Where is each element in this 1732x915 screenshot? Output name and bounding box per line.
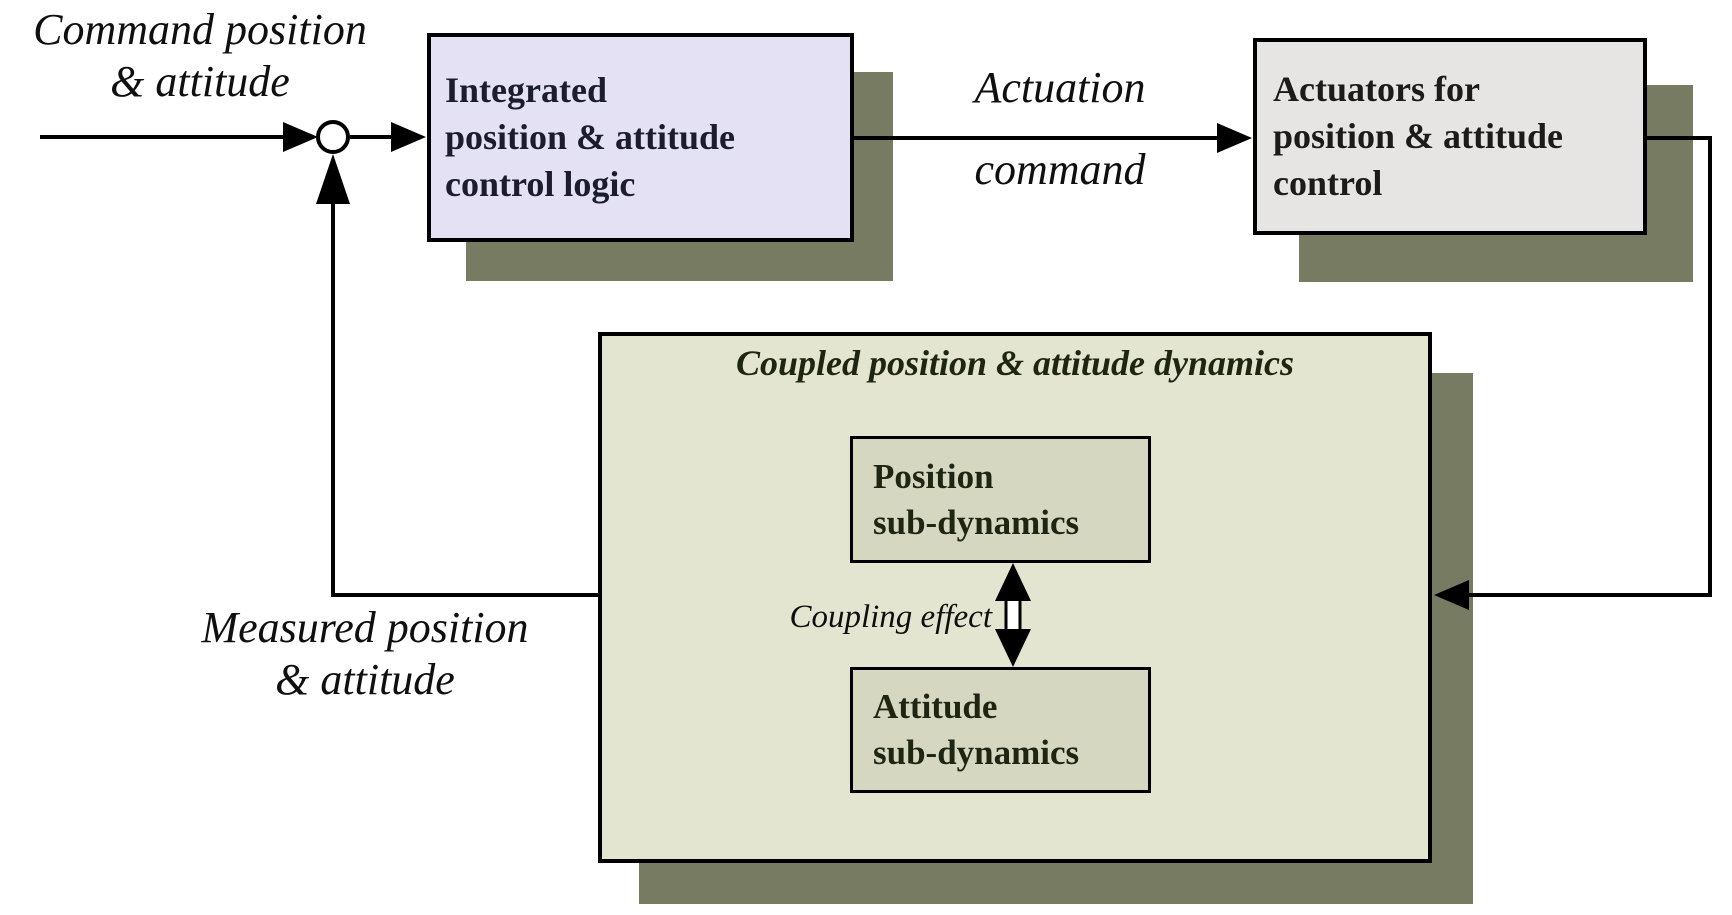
controller-block: Integrated position & attitude control l…: [427, 33, 854, 242]
position-subdynamics-label-line2: sub-dynamics: [873, 502, 1080, 542]
controller-label-line1: Integrated: [445, 70, 607, 110]
plant-title: Coupled position & attitude dynamics: [735, 343, 1295, 383]
coupling-effect-label: Coupling effect: [789, 599, 992, 635]
controller-label-line2: position & attitude: [445, 117, 736, 157]
arrowhead-into-junction-from-feedback-icon: [316, 154, 350, 204]
actuators-block: Actuators for position & attitude contro…: [1253, 38, 1647, 235]
summing-junction: [316, 120, 350, 154]
actuation-label-line2: command: [974, 145, 1146, 194]
attitude-subdynamics-label-line1: Attitude: [873, 687, 998, 726]
arrowhead-into-controller-icon: [391, 122, 426, 152]
actuation-label-line1: Actuation: [974, 63, 1146, 112]
position-subdynamics-block: Position sub-dynamics: [850, 436, 1151, 563]
actuators-label-line1: Actuators for: [1273, 69, 1480, 109]
measured-position-label-line1: Measured position: [201, 603, 529, 652]
controller-label-line3: control logic: [445, 164, 636, 204]
command-position-label-line1: Command position: [33, 5, 367, 54]
measured-position-label: Measured position & attitude: [140, 602, 590, 706]
command-position-label-line2: & attitude: [110, 57, 290, 106]
command-position-label: Command position & attitude: [0, 4, 400, 108]
plant-block: Coupled position & attitude dynamics: [598, 332, 1432, 863]
arrowhead-into-junction-icon: [283, 122, 318, 152]
actuators-label-line3: control: [1273, 163, 1383, 203]
attitude-subdynamics-label-line2: sub-dynamics: [873, 733, 1080, 772]
position-subdynamics-label-line1: Position: [873, 456, 994, 496]
measured-position-label-line2: & attitude: [275, 655, 455, 704]
attitude-subdynamics-block: Attitude sub-dynamics: [850, 667, 1151, 793]
actuators-label-line2: position & attitude: [1273, 116, 1564, 156]
